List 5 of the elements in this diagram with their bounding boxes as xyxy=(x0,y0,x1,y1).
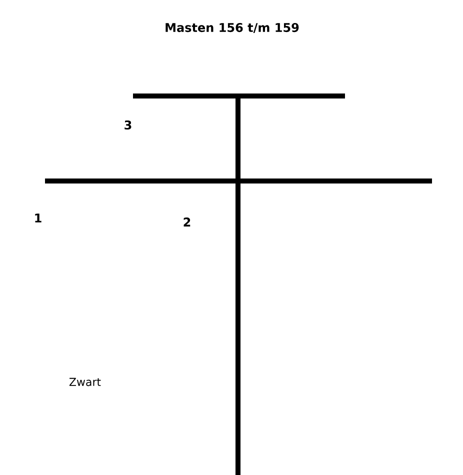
callout-number: 1 xyxy=(35,214,42,222)
title: Masten 156 t/m 159 xyxy=(166,23,299,33)
color-note: Zwart xyxy=(69,378,101,386)
callout-number: 2 xyxy=(184,218,190,226)
callout-number: 3 xyxy=(124,120,132,130)
